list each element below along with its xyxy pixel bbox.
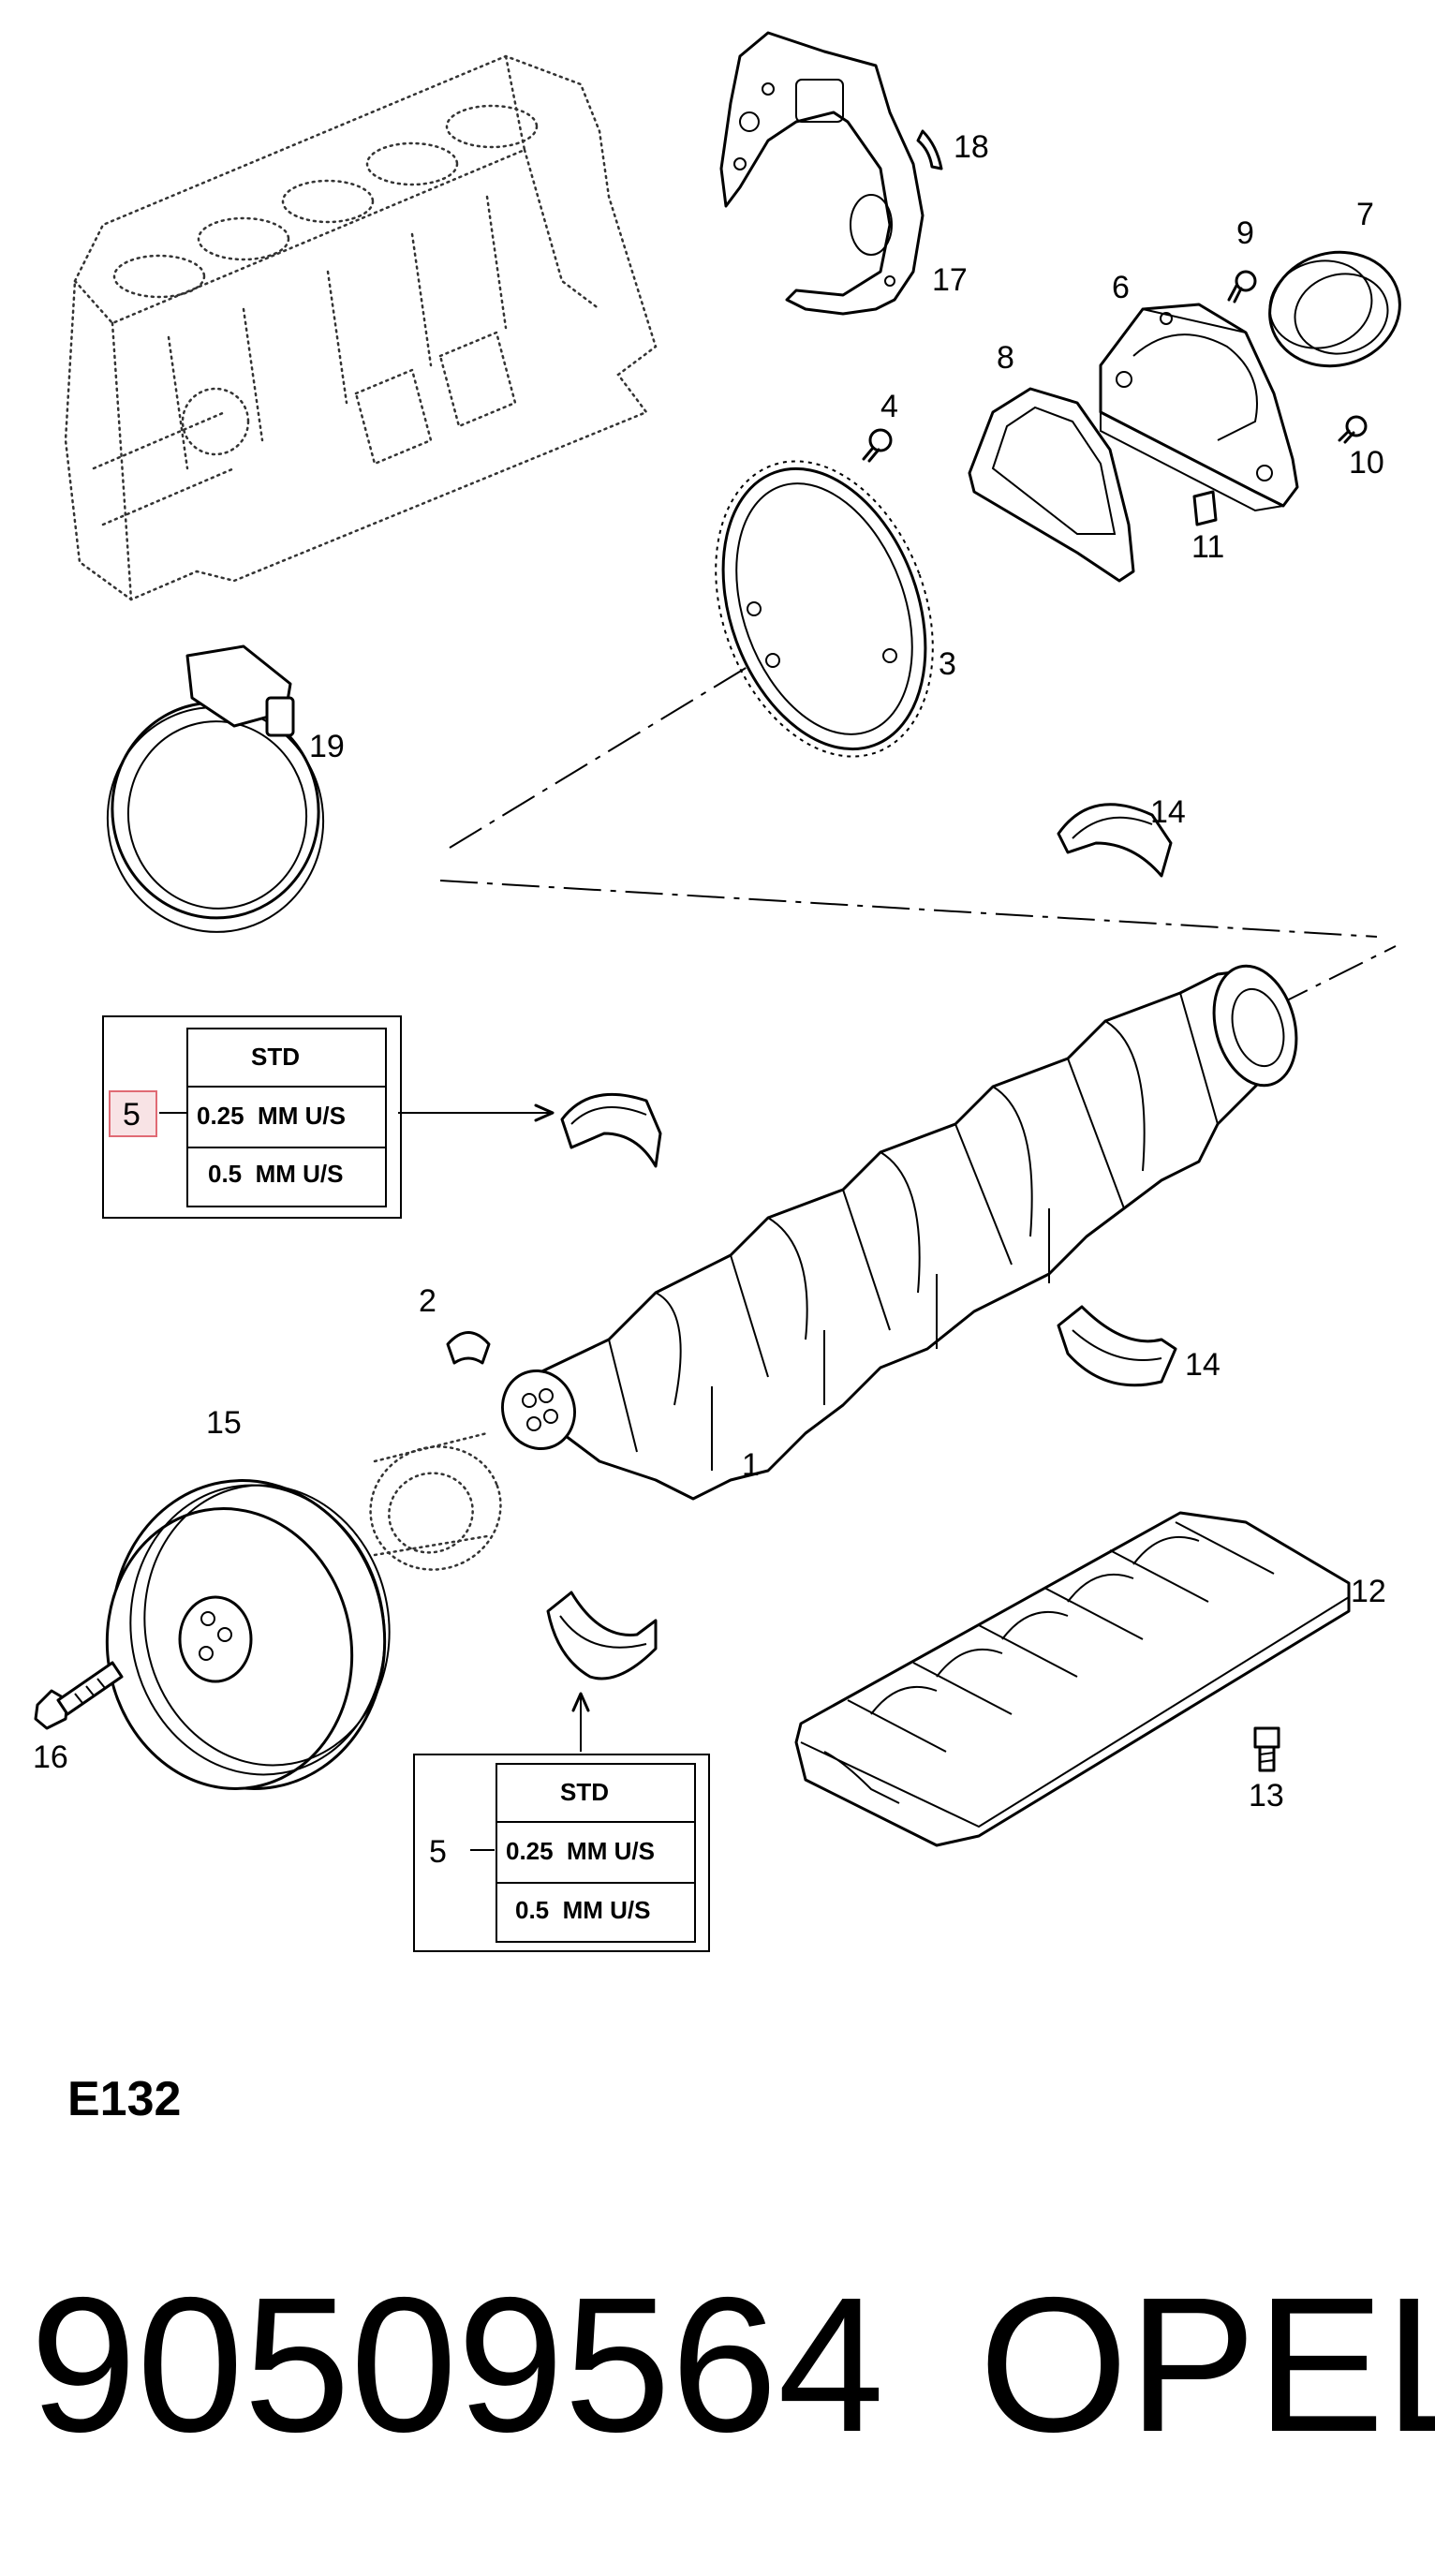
crank-sprocket-outline [369,1431,502,1571]
bolt-4 [862,428,893,463]
callout-14-upper: 14 [1150,794,1186,830]
rear-seal-housing [1099,303,1299,512]
woodruff-key [446,1331,491,1365]
callout-3: 3 [939,646,956,682]
callout-13: 13 [1249,1778,1284,1814]
half-ring-18 [916,129,943,170]
callout-16: 16 [33,1740,68,1775]
table-2-row-05: 0.5 MM U/S [515,1896,650,1924]
callout-6: 6 [1112,270,1130,305]
callout-14-lower: 14 [1185,1347,1220,1383]
table-1-callout: 5 [123,1097,141,1133]
bearing-shell-5-lower [546,1591,658,1680]
bolt-10 [1338,415,1368,444]
pulley-bolt [34,1661,124,1730]
table-2-callout: 5 [429,1834,447,1870]
leader-lines [159,1103,590,1851]
callout-12: 12 [1351,1574,1386,1609]
callout-10: 10 [1349,445,1384,481]
callout-8: 8 [997,340,1014,376]
table-1-row-05: 0.5 MM U/S [208,1160,343,1188]
bolt-9 [1227,270,1257,303]
diagram-code: E132 [67,2072,181,2126]
crankshaft-pulley [105,1479,391,1790]
callout-9: 9 [1236,215,1254,251]
oil-seal-ring [1268,250,1401,368]
callout-2: 2 [419,1283,436,1319]
callout-labels: 1 2 3 4 6 7 8 9 10 11 12 13 14 14 15 16 … [33,129,1386,1814]
timing-cover-gasket [719,31,925,316]
bearing-size-table-1: 5 STD 0.25 MM U/S 0.5 MM U/S [102,1015,402,1219]
callout-7: 7 [1356,197,1374,232]
ring-gear [715,460,934,758]
brand-name: OPEL [979,2258,1435,2472]
table-2-row-025: 0.25 MM U/S [506,1837,655,1865]
callout-19: 19 [309,729,345,764]
bearing-shell-14-upper [1057,803,1173,878]
bearing-shell-14-lower [1057,1305,1177,1387]
bearing-ladder-frame [794,1511,1351,1847]
dowel-11 [1192,490,1218,526]
callout-11: 11 [1191,529,1224,565]
callout-17: 17 [932,262,968,298]
bearing-shell-5-middle [560,1092,662,1168]
table-2-row-std: STD [560,1778,609,1806]
table-1-row-025: 0.25 MM U/S [197,1102,346,1130]
bearing-size-table-2: 5 STD 0.25 MM U/S 0.5 MM U/S [413,1754,710,1952]
table-1-row-std: STD [251,1043,300,1071]
callout-15: 15 [206,1405,242,1441]
bolt-13 [1253,1726,1280,1772]
hose-clamp [106,644,325,933]
rear-gasket [968,387,1135,583]
callout-4: 4 [880,389,898,424]
callout-1: 1 [742,1447,760,1483]
callout-18: 18 [954,129,989,165]
part-number: 90509564 [30,2258,884,2472]
engine-block-outline [64,54,658,601]
highlighted-callout-5[interactable] [109,1090,157,1137]
crankshaft [501,964,1298,1501]
